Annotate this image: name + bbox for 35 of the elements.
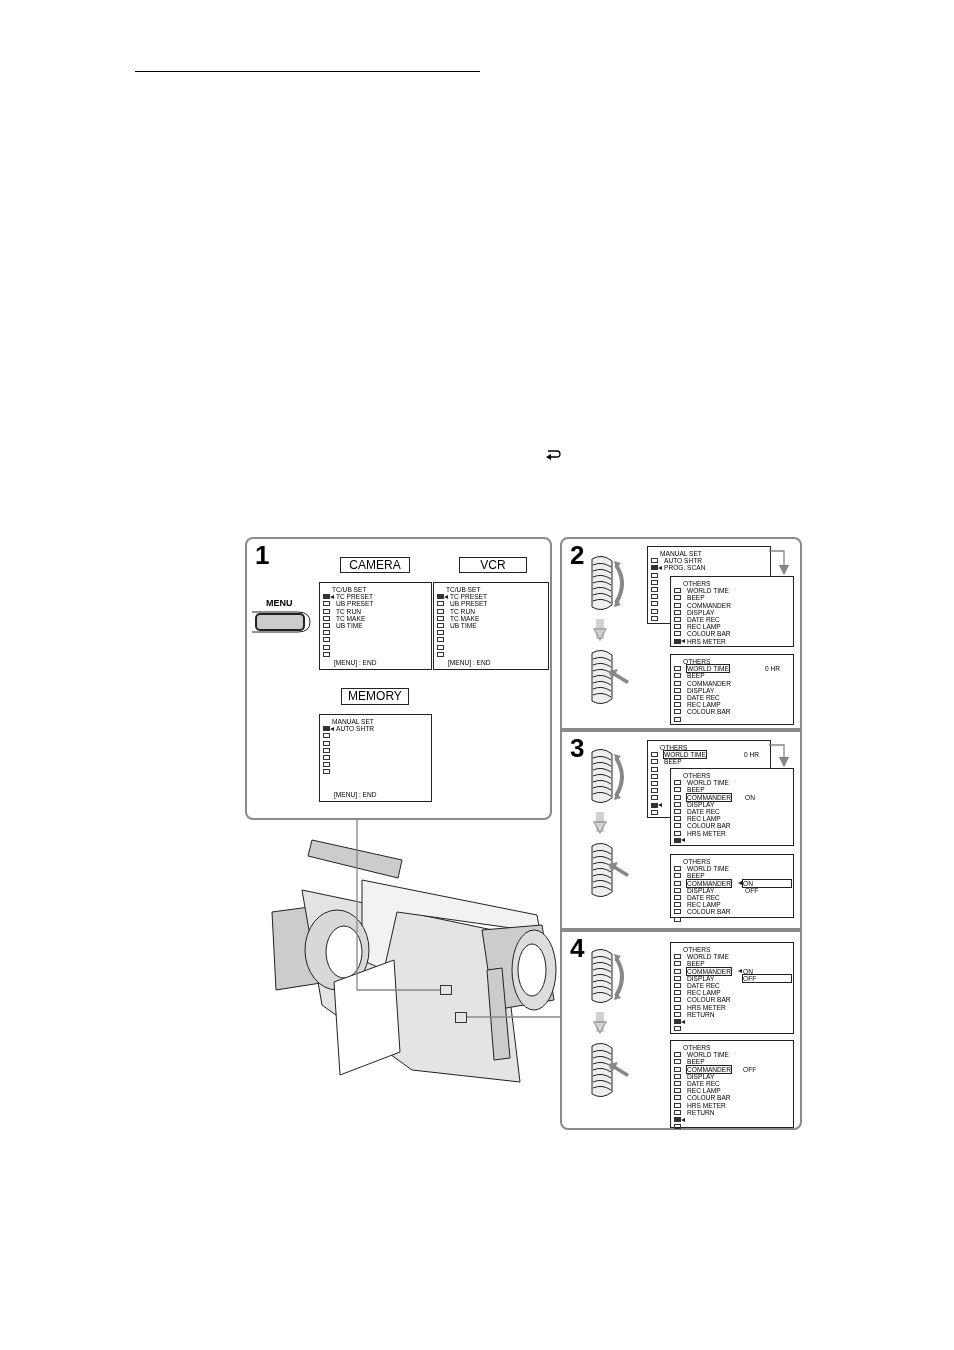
leader-line [466,1016,561,1018]
step-number: 4 [570,934,585,962]
menu-screen [433,582,549,670]
arrow [593,619,607,641]
leader-line [356,819,441,991]
step-number: 2 [570,541,585,569]
step-number: 3 [570,734,585,762]
step-panel [245,537,552,820]
mode-label: MEMORY [341,688,409,705]
dial-drawing [590,649,630,707]
menu-screen [670,576,794,647]
step-panel [560,730,802,930]
mode-label: CAMERA [340,557,410,573]
dial-drawing [590,842,630,900]
dial-drawing [590,1042,630,1100]
step-number: 1 [255,541,270,569]
menu-screen [670,768,794,846]
step-panel [560,930,802,1130]
menu-screen [319,714,432,802]
menu-screen [670,1040,794,1128]
dial-drawing [590,555,614,613]
arrow [593,1012,607,1034]
menu-screen [319,582,432,670]
dial-drawing [590,748,614,806]
arrow [768,550,790,576]
control-dial [455,1012,467,1023]
dial-drawing [590,948,614,1006]
control-button [440,985,452,995]
arrow [768,744,790,768]
arrow [593,812,607,834]
menu-screen [670,942,794,1034]
button-caption: MENU [266,598,293,608]
step-panel [560,537,802,730]
mode-label: VCR [459,557,527,573]
menu-screen [670,654,794,725]
